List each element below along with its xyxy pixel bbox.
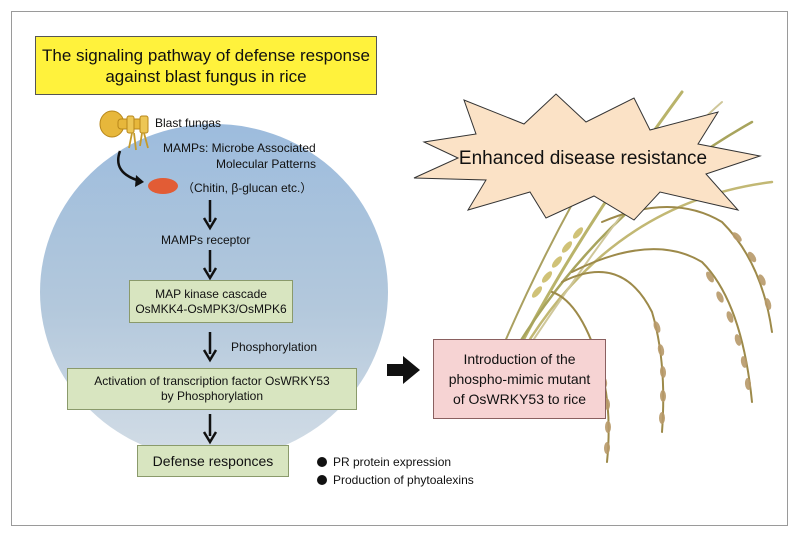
- release-curved-arrow: [117, 150, 144, 187]
- phosphorylation-label: Phosphorylation: [231, 340, 318, 354]
- cascade-line-1: MAP kinase cascade: [155, 286, 267, 301]
- outcome-item-phytoalexins: Production of phytoalexins: [317, 473, 474, 488]
- title-line-1: The signaling pathway of defense respons…: [42, 45, 370, 65]
- mamp-molecule-icon: [148, 178, 178, 194]
- outcome-item-pr-protein: PR protein expression: [317, 455, 451, 470]
- down-arrow-3: [202, 332, 218, 363]
- burst-shape: [413, 93, 762, 221]
- result-label: Enhanced disease resistance: [458, 148, 708, 169]
- down-arrow-2: [202, 250, 218, 281]
- down-arrow-4: [202, 414, 218, 445]
- activation-box: Activation of transcription factor OsWRK…: [67, 368, 357, 410]
- blast-fungus-icon: [99, 110, 149, 151]
- mamps-examples: （Chitin, β-glucan etc.）: [182, 181, 313, 195]
- cascade-line-2: OsMKK4-OsMPK3/OsMPK6: [135, 301, 287, 316]
- bullet-icon: [317, 457, 327, 467]
- mamps-label-line-1: MAMPs: Microbe Associated: [163, 141, 316, 155]
- bullet-icon: [317, 475, 327, 485]
- outcome-text: Production of phytoalexins: [333, 473, 474, 487]
- figure-frame: The signaling pathway of defense respons…: [11, 11, 788, 526]
- introduction-line-3: of OsWRKY53 to rice: [452, 391, 587, 407]
- receptor-label: MAMPs receptor: [161, 233, 251, 247]
- defense-responses-box: Defense responces: [137, 445, 289, 477]
- outcome-text: PR protein expression: [333, 455, 452, 469]
- title-line-2: against blast fungus in rice: [105, 66, 307, 86]
- introduction-box: Introduction of the phospho-mimic mutant…: [433, 339, 606, 419]
- defense-label: Defense responces: [152, 452, 274, 469]
- activation-line-1: Activation of transcription factor OsWRK…: [94, 374, 330, 388]
- map-kinase-cascade-box: MAP kinase cascade OsMKK4-OsMPK3/OsMPK6: [129, 280, 293, 323]
- mamps-label-line-2: Molecular Patterns: [216, 157, 317, 171]
- introduction-line-1: Introduction of the: [463, 351, 576, 367]
- right-block-arrow: [387, 356, 420, 384]
- down-arrow-1: [202, 200, 218, 231]
- activation-line-2: by Phosphorylation: [160, 389, 264, 403]
- fungus-label: Blast fungas: [155, 116, 222, 130]
- figure-title: The signaling pathway of defense respons…: [35, 36, 377, 95]
- introduction-line-2: phospho-mimic mutant: [448, 371, 591, 387]
